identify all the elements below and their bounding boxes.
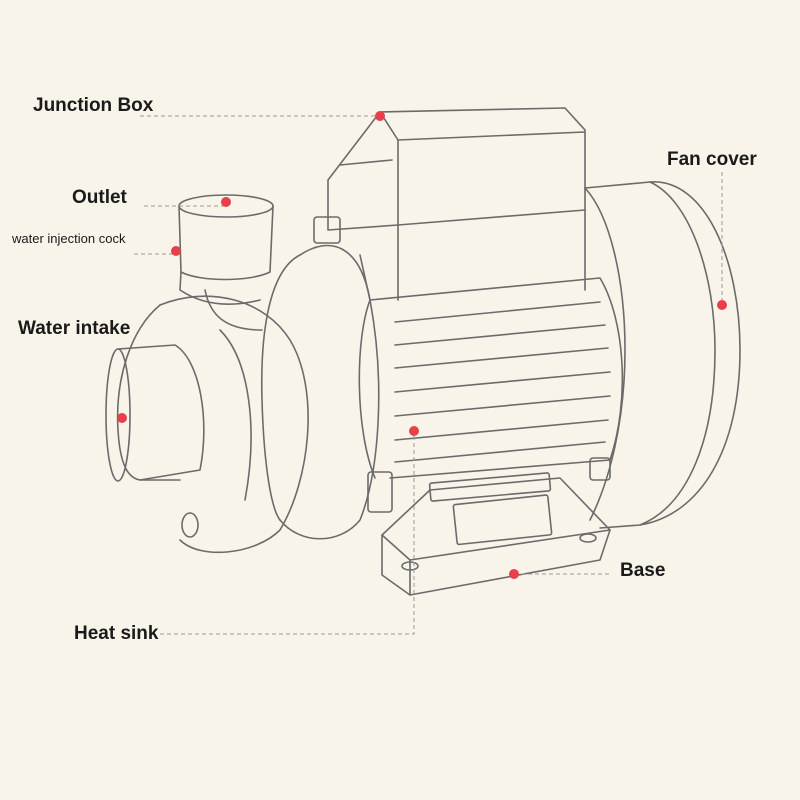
label-fan-cover: Fan cover — [667, 149, 757, 170]
label-heat-sink: Heat sink — [74, 623, 159, 644]
marker-outlet — [221, 197, 231, 207]
marker-heat-sink — [409, 426, 419, 436]
label-junction-box: Junction Box — [33, 95, 154, 116]
leader-lines — [134, 115, 723, 635]
motor-body-shape — [358, 254, 624, 479]
label-water-intake: Water intake — [18, 318, 131, 339]
pump-housing-shape — [105, 295, 309, 554]
junction-box-shape — [327, 107, 586, 301]
label-outlet: Outlet — [72, 187, 127, 208]
label-water-injection-cock: water injection cock — [12, 231, 126, 246]
marker-fan-cover — [717, 300, 727, 310]
marker-water-intake — [117, 413, 127, 423]
fan-cover-shape — [584, 181, 741, 529]
marker-junction-box — [375, 111, 385, 121]
leader-heat-sink — [160, 431, 415, 635]
flange-shape — [260, 216, 611, 540]
label-base: Base — [620, 560, 666, 581]
marker-base — [509, 569, 519, 579]
marker-water-injection-cock — [171, 246, 181, 256]
markers — [117, 111, 727, 579]
base-shape — [381, 472, 611, 596]
